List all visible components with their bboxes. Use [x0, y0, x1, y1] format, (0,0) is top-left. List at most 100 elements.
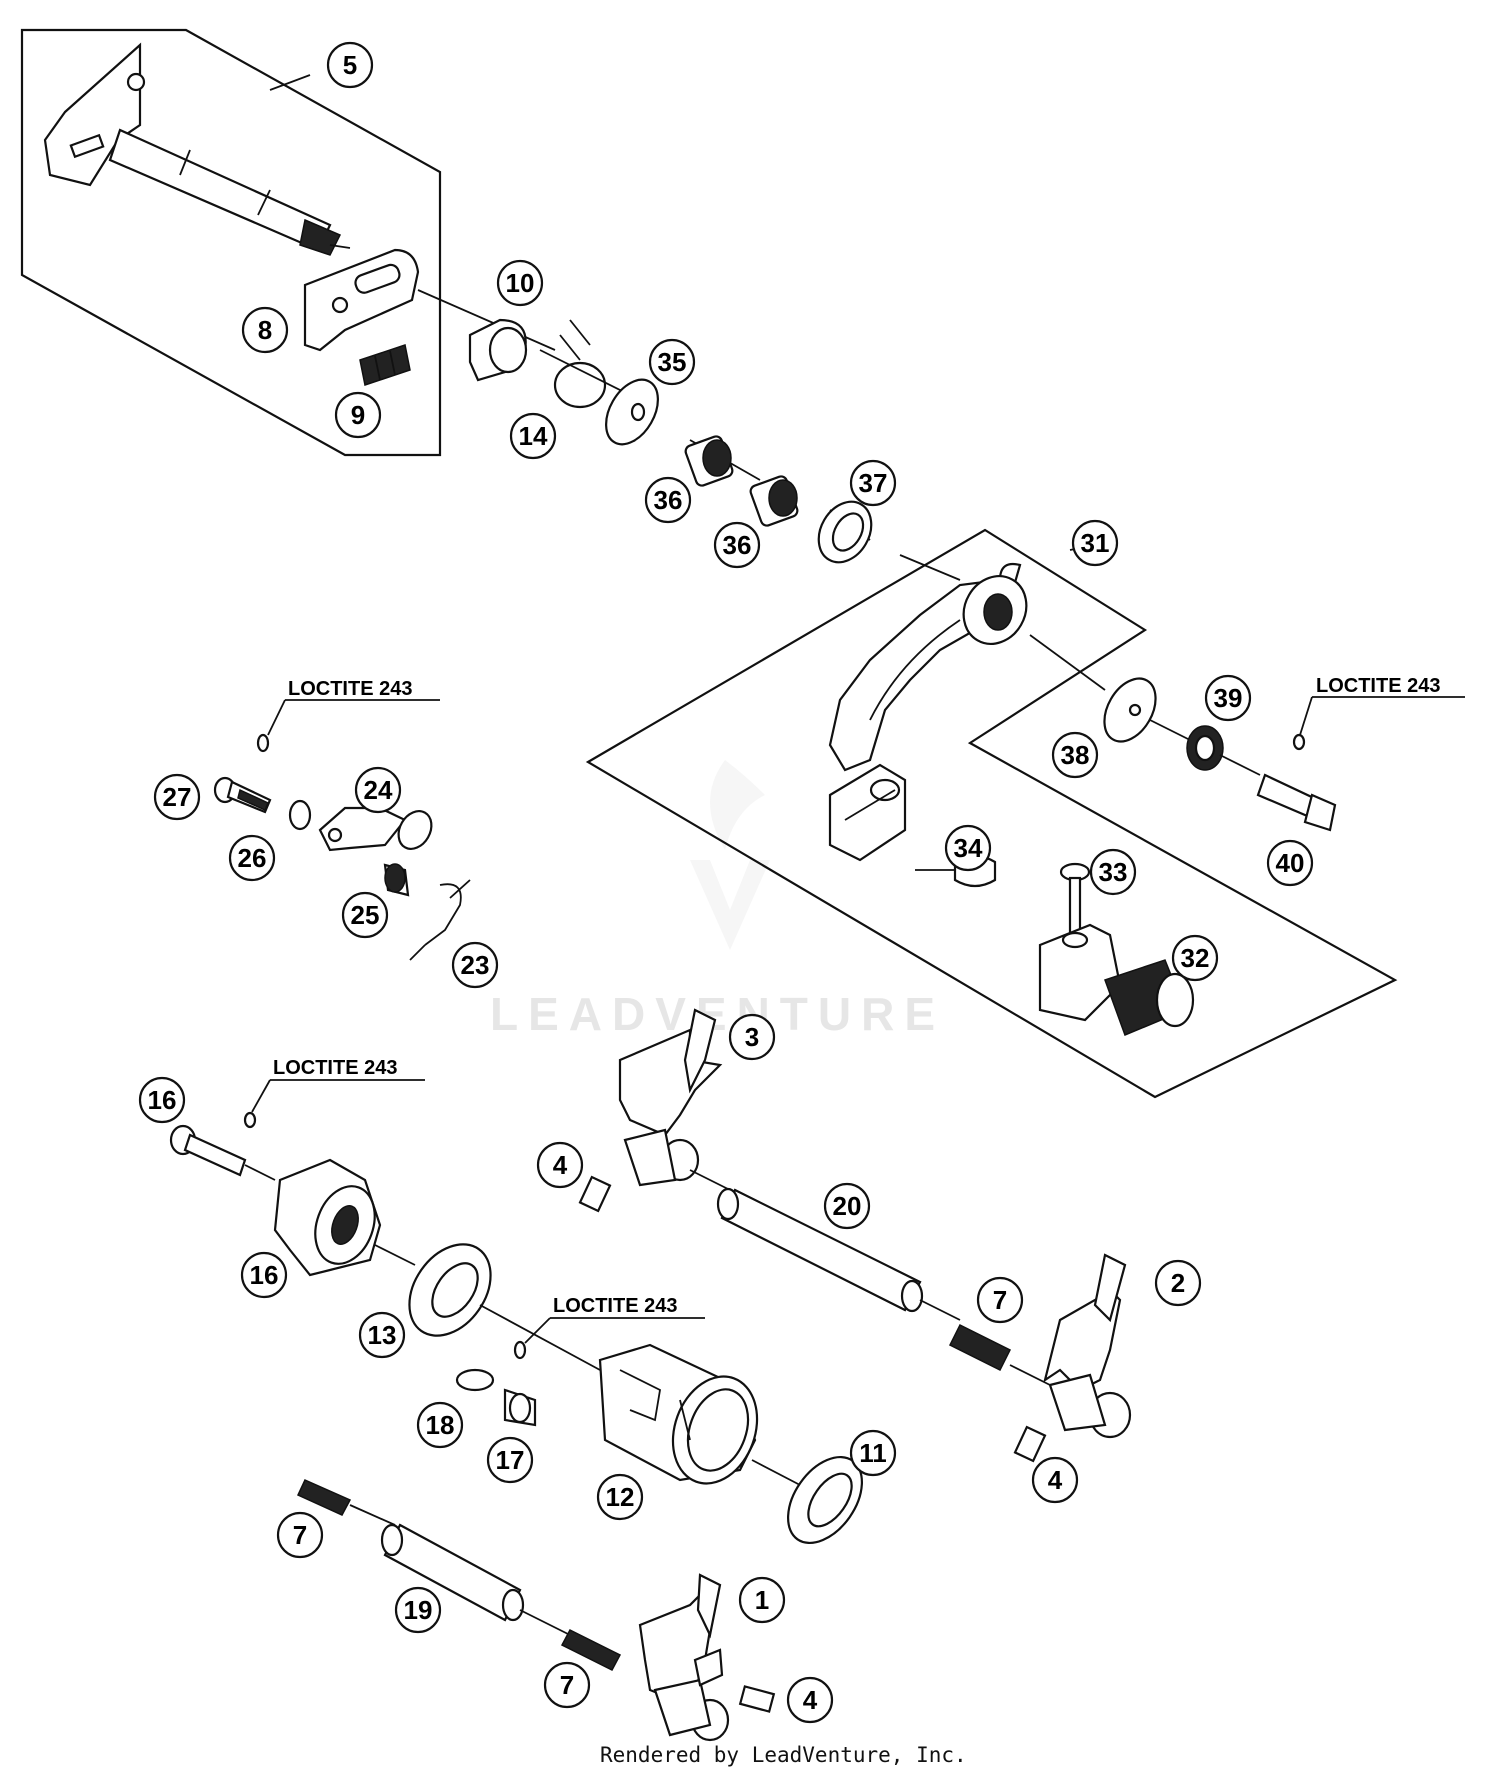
svg-text:11: 11: [859, 1438, 887, 1468]
callout-34: 34: [944, 824, 992, 872]
svg-text:16: 16: [148, 1085, 177, 1115]
svg-text:14: 14: [519, 421, 548, 451]
svg-text:LOCTITE 243: LOCTITE 243: [1316, 675, 1440, 697]
callout-32: 32: [1171, 934, 1219, 982]
callout-24: 24: [354, 766, 402, 814]
shift-shaft-group: [20, 28, 442, 457]
spring-7-b: [297, 1479, 396, 1526]
parts-17-18: [455, 1340, 537, 1427]
svg-text:20: 20: [833, 1191, 862, 1221]
pin-4-b: [1013, 1425, 1047, 1463]
callout-13: 13: [358, 1311, 406, 1359]
svg-text:38: 38: [1061, 740, 1090, 770]
svg-text:23: 23: [461, 950, 490, 980]
callout-5: 5: [269, 41, 374, 91]
svg-text:18: 18: [426, 1410, 455, 1440]
svg-text:7: 7: [560, 1670, 574, 1700]
loctite-note-1: LOCTITE 243: [267, 678, 440, 736]
loctite-note-2: LOCTITE 243: [1299, 675, 1465, 736]
svg-text:19: 19: [404, 1595, 433, 1625]
callout-9: 9: [334, 391, 382, 439]
callout-16-b: 16: [240, 1251, 288, 1299]
bolt-16: [169, 1111, 276, 1181]
svg-text:12: 12: [606, 1482, 635, 1512]
part-35: [605, 378, 659, 446]
callout-17: 17: [486, 1436, 534, 1484]
spring-7-c: [560, 1629, 622, 1671]
callout-2: 2: [1154, 1259, 1202, 1307]
loctite-note-3: LOCTITE 243: [251, 1057, 425, 1113]
svg-text:16: 16: [250, 1260, 279, 1290]
callout-36-b: 36: [713, 521, 761, 569]
svg-text:32: 32: [1181, 943, 1210, 973]
callout-25: 25: [341, 891, 389, 939]
callout-23: 23: [451, 941, 499, 989]
parts-23-27: [213, 733, 471, 961]
svg-text:4: 4: [553, 1150, 568, 1180]
svg-text:1: 1: [755, 1585, 769, 1615]
callout-27: 27: [153, 773, 201, 821]
svg-text:26: 26: [238, 843, 267, 873]
pin-4-c: [738, 1685, 776, 1713]
svg-text:7: 7: [293, 1520, 307, 1550]
callout-4-a: 4: [536, 1141, 584, 1189]
callout-4-b: 4: [1031, 1456, 1079, 1504]
part-10: [468, 318, 528, 382]
part-14: [553, 319, 607, 409]
callout-12: 12: [596, 1473, 644, 1521]
callout-7-a: 7: [976, 1276, 1024, 1324]
callout-7-c: 7: [543, 1661, 591, 1709]
callout-40: 40: [1266, 839, 1314, 887]
svg-text:LOCTITE 243: LOCTITE 243: [553, 1295, 677, 1317]
svg-text:17: 17: [496, 1445, 525, 1475]
svg-text:40: 40: [1276, 848, 1305, 878]
cam-16: [273, 1158, 416, 1277]
washer-13: [408, 1243, 601, 1371]
svg-text:4: 4: [1048, 1465, 1063, 1495]
callout-14: 14: [509, 412, 557, 460]
callout-20: 20: [823, 1182, 871, 1230]
fork-1: [638, 1573, 730, 1742]
svg-text:39: 39: [1214, 683, 1243, 713]
callout-7-b: 7: [276, 1511, 324, 1559]
shaft-19: [380, 1523, 571, 1636]
svg-text:36: 36: [654, 485, 683, 515]
pin-4-a: [578, 1175, 612, 1213]
watermark-text: LEADVENTURE: [490, 988, 945, 1040]
svg-text:3: 3: [745, 1022, 759, 1052]
callout-1: 1: [738, 1576, 786, 1624]
callout-36-a: 36: [644, 476, 692, 524]
svg-text:LOCTITE 243: LOCTITE 243: [273, 1057, 397, 1079]
svg-text:2: 2: [1171, 1268, 1185, 1298]
callout-11: 11: [849, 1429, 897, 1477]
svg-text:7: 7: [993, 1285, 1007, 1315]
callout-37: 37: [849, 459, 897, 507]
fork-2: [1043, 1253, 1132, 1439]
callout-26: 26: [228, 834, 276, 882]
svg-text:24: 24: [364, 775, 393, 805]
shift-lever-group: [585, 528, 1398, 1099]
callout-4-c: 4: [786, 1676, 834, 1724]
callout-19: 19: [394, 1586, 442, 1634]
svg-text:27: 27: [163, 782, 192, 812]
part-36-a: [684, 435, 734, 487]
part-36-b: [749, 475, 799, 527]
svg-text:10: 10: [506, 268, 535, 298]
callouts: 5 8 9 10 14 35 36 36: [138, 41, 1314, 1724]
svg-text:33: 33: [1099, 857, 1128, 887]
svg-text:8: 8: [258, 315, 272, 345]
svg-text:35: 35: [658, 347, 687, 377]
callout-35: 35: [648, 338, 696, 386]
loctite-note-4: LOCTITE 243: [524, 1295, 705, 1344]
callout-33: 33: [1089, 848, 1137, 896]
svg-text:4: 4: [803, 1685, 818, 1715]
shaft-20: [716, 1187, 961, 1321]
callout-16-a: 16: [138, 1076, 186, 1124]
svg-text:9: 9: [351, 400, 365, 430]
callout-38: 38: [1051, 731, 1099, 779]
svg-text:36: 36: [723, 530, 752, 560]
callout-3: 3: [728, 1013, 776, 1061]
callout-8: 8: [241, 306, 289, 354]
callout-31: 31: [1069, 519, 1119, 567]
